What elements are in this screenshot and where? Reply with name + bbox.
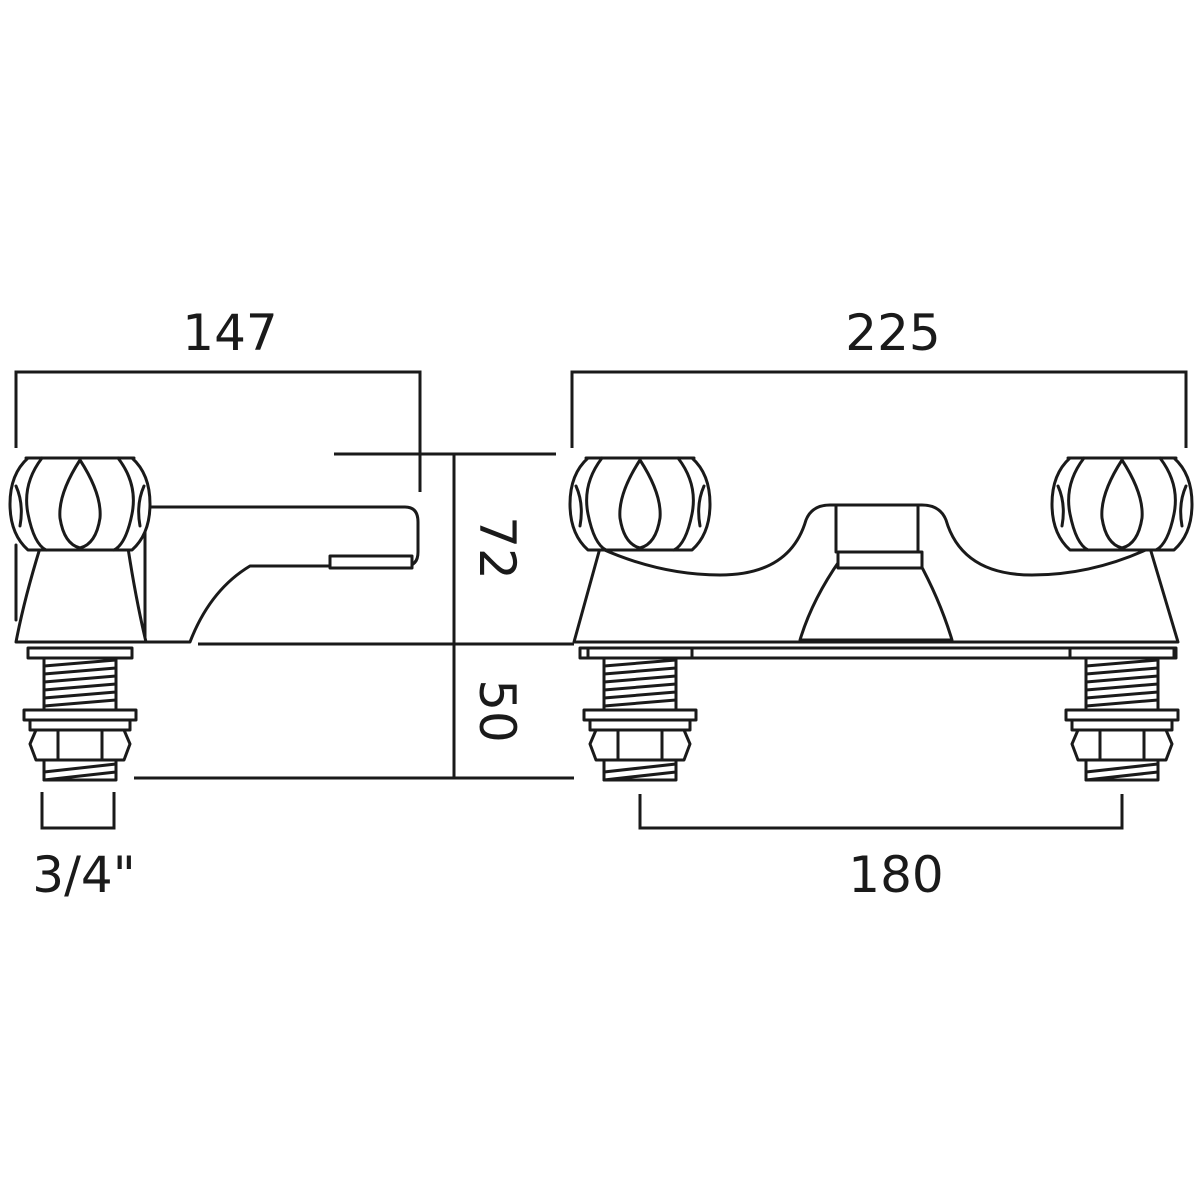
side-view [8, 456, 420, 782]
tap-head-left [568, 456, 712, 552]
tap-head-right [1050, 456, 1194, 552]
dimension-225-label: 225 [845, 304, 940, 362]
dimension-180-label: 180 [848, 846, 943, 904]
tap-head-side [8, 456, 152, 552]
dimension-180: 180 [638, 794, 1124, 904]
dimension-147: 147 [14, 304, 422, 492]
dimension-thread: 3/4" [32, 792, 136, 904]
dimension-height: 72 50 [134, 452, 574, 780]
tail-left [582, 646, 698, 782]
tail-right [1064, 646, 1180, 782]
tail-side [22, 646, 138, 782]
spout-front-outlet [836, 550, 924, 570]
spout-front [798, 558, 954, 642]
deck-plate [578, 646, 1178, 660]
dimension-50-label: 50 [468, 679, 526, 743]
front-view [568, 456, 1194, 782]
dimension-225: 225 [570, 304, 1188, 448]
dimension-thread-label: 3/4" [32, 846, 135, 904]
spout-outlet [328, 554, 414, 570]
dimension-72-label: 72 [468, 516, 526, 580]
dimension-147-label: 147 [182, 304, 277, 362]
tap-body-side [14, 546, 148, 644]
spout-side [143, 505, 420, 644]
